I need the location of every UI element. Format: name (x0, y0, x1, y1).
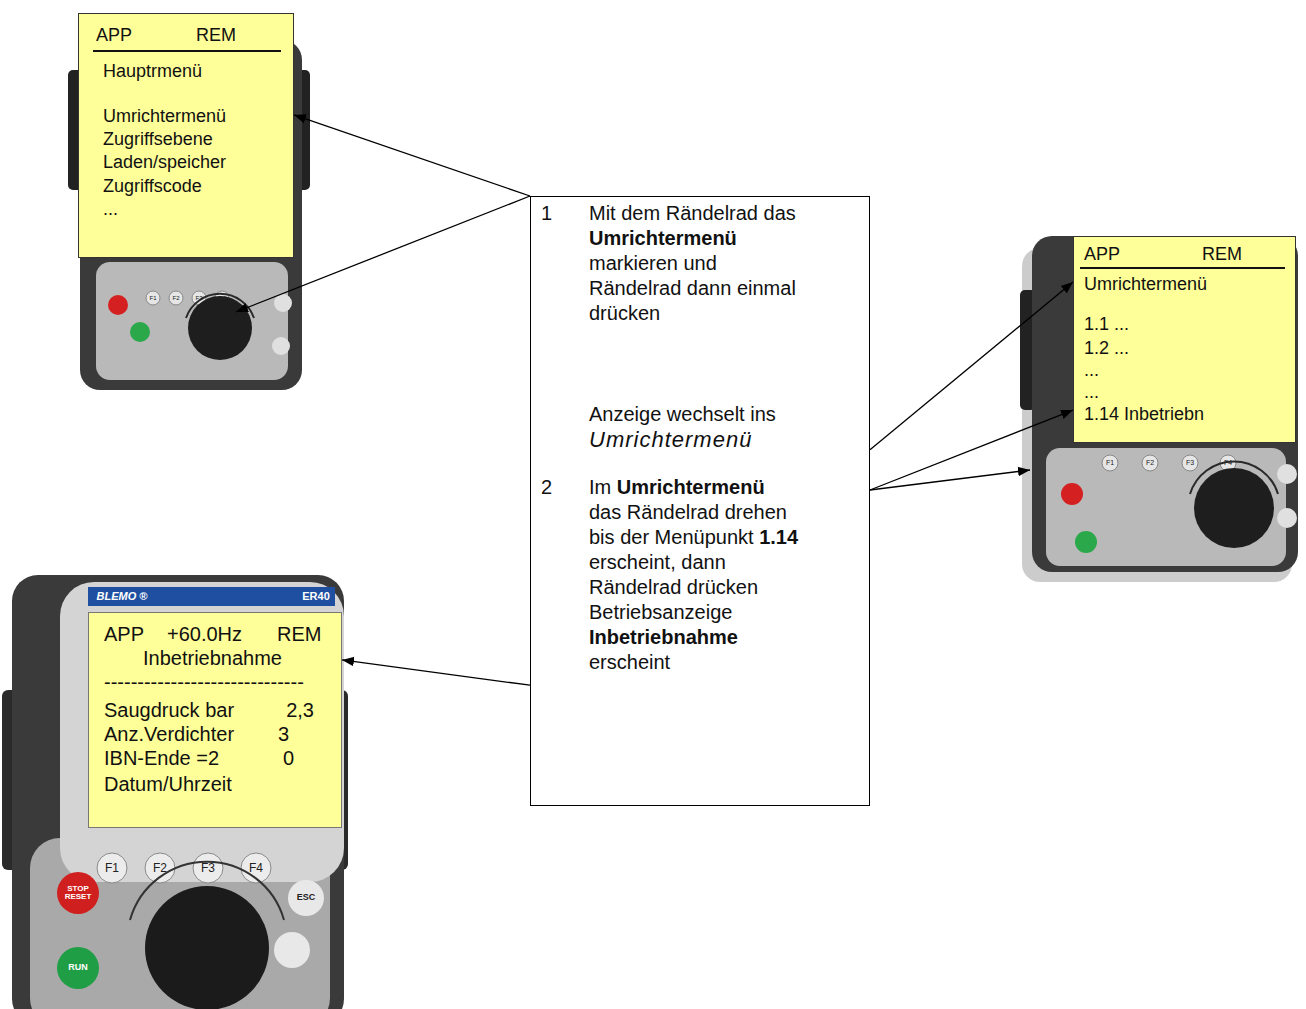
screen-text: Zugriffsebene (103, 128, 213, 150)
key-label: F2 (172, 295, 179, 301)
key-label: F1 (149, 295, 156, 301)
screen-text: ... (1084, 359, 1099, 381)
keypad-device (1020, 236, 1298, 582)
screen-text: 2,3 (239, 699, 314, 722)
arrow-connector (870, 282, 1073, 450)
screen-text: APP (1084, 243, 1120, 265)
function-key (146, 291, 160, 305)
screen-text: Zugriffscode (103, 175, 202, 197)
screen-text: Inbetriebnahme (89, 647, 336, 670)
screen-text: Datum/Uhrzeit (104, 773, 232, 796)
screen-text: Anz.Verdichter (104, 723, 234, 746)
arrow-connector (294, 115, 530, 196)
key-label: F2 (1146, 459, 1154, 466)
display-screen: APP REM HauptrmenüUmrichtermenüZugriffsebe… (78, 13, 294, 258)
screen-text: APP (96, 24, 132, 46)
device-face (1046, 448, 1286, 566)
esc-button (274, 294, 292, 312)
arrow-connector (870, 410, 1073, 490)
key-label: F1 (1106, 459, 1114, 466)
key-label: F3 (1186, 459, 1194, 466)
screen-bezel (60, 582, 344, 882)
function-key (1142, 455, 1158, 471)
stop-button (108, 295, 128, 315)
jog-dial (188, 296, 252, 360)
key-label: F4 (218, 295, 225, 301)
screen-text: IBN-Ende =2 (104, 747, 219, 770)
display-screen: APP +60.0Hz REMInbetriebnahme-------------… (88, 612, 342, 828)
key-label: RUN (68, 963, 88, 972)
screen-text: ------------------------------ (104, 671, 304, 694)
fwd-rev-button (272, 337, 290, 355)
run-button (57, 947, 99, 989)
key-label: F1 (105, 862, 119, 875)
screen-text: Saugdruck bar (104, 699, 234, 722)
function-key (145, 853, 175, 883)
key-label: F4 (249, 862, 263, 875)
separator-line (1080, 267, 1285, 269)
fwd-rev-button (1277, 508, 1297, 528)
function-key (1182, 455, 1198, 471)
run-button (130, 322, 150, 342)
function-key (169, 291, 183, 305)
screen-text: 1.1 ... (1084, 313, 1129, 335)
key-label: ESC (297, 893, 316, 902)
step-text: Mit dem Rändelrad das Umrichtermenü mark… (589, 201, 801, 326)
function-key (1102, 455, 1118, 471)
screen-text: 1.2 ... (1084, 337, 1129, 359)
step-text: Anzeige wechselt ins Umrichtermenü (589, 402, 801, 453)
stop-button (57, 872, 99, 914)
arrow-connector (342, 660, 530, 685)
instruction-box: 1 Mit dem Rändelrad das Umrichtermenü mar… (530, 196, 870, 806)
screen-text: Umrichtermenü (1084, 273, 1207, 295)
esc-button (288, 880, 324, 916)
run-button (1075, 531, 1097, 553)
screen-text: APP (104, 623, 144, 646)
esc-button (1277, 464, 1297, 484)
device-body (1032, 236, 1298, 572)
jog-dial (145, 886, 269, 1009)
key-label: F3 (201, 862, 215, 875)
device-face (96, 262, 288, 380)
screen-text: ... (103, 198, 118, 220)
key-label: F2 (153, 862, 167, 875)
keypad-device (2, 575, 348, 1009)
display-screen: APPREMUmrichtermenü1.1 ...1.2 .........1… (1073, 236, 1296, 443)
function-key (97, 853, 127, 883)
screen-text: 1.14 Inbetriebn (1084, 403, 1204, 425)
key-label: F4 (1224, 459, 1232, 466)
stop-button (1061, 483, 1083, 505)
fwd-rev-button (274, 932, 310, 968)
screen-text: Umrichtermenü (103, 105, 226, 127)
jog-dial (1194, 468, 1274, 548)
brand-bar (88, 587, 335, 606)
brand-text: ER40 (302, 591, 330, 603)
screen-text: REM (1202, 243, 1242, 265)
step-text: Im Umrichtermenü das Rändelrad drehen bi… (589, 475, 801, 675)
screen-text: ... (1084, 381, 1099, 403)
step-text: 1 (541, 201, 552, 226)
key-label: F3 (195, 295, 202, 301)
screen-text: Hauptrmenü (103, 60, 202, 82)
screen-text: 0 (239, 747, 294, 770)
brand-text: BLEMO ® (97, 591, 148, 603)
screen-text: Laden/speicher (103, 151, 226, 173)
function-key (193, 853, 223, 883)
screen-text: REM (277, 623, 321, 646)
separator-line (93, 50, 281, 52)
screen-text: +60.0Hz (167, 623, 242, 646)
screen-text: REM (196, 24, 236, 46)
key-label: STOP RESET (63, 885, 93, 902)
step-text: 2 (541, 475, 552, 500)
screen-text: 3 (239, 723, 289, 746)
